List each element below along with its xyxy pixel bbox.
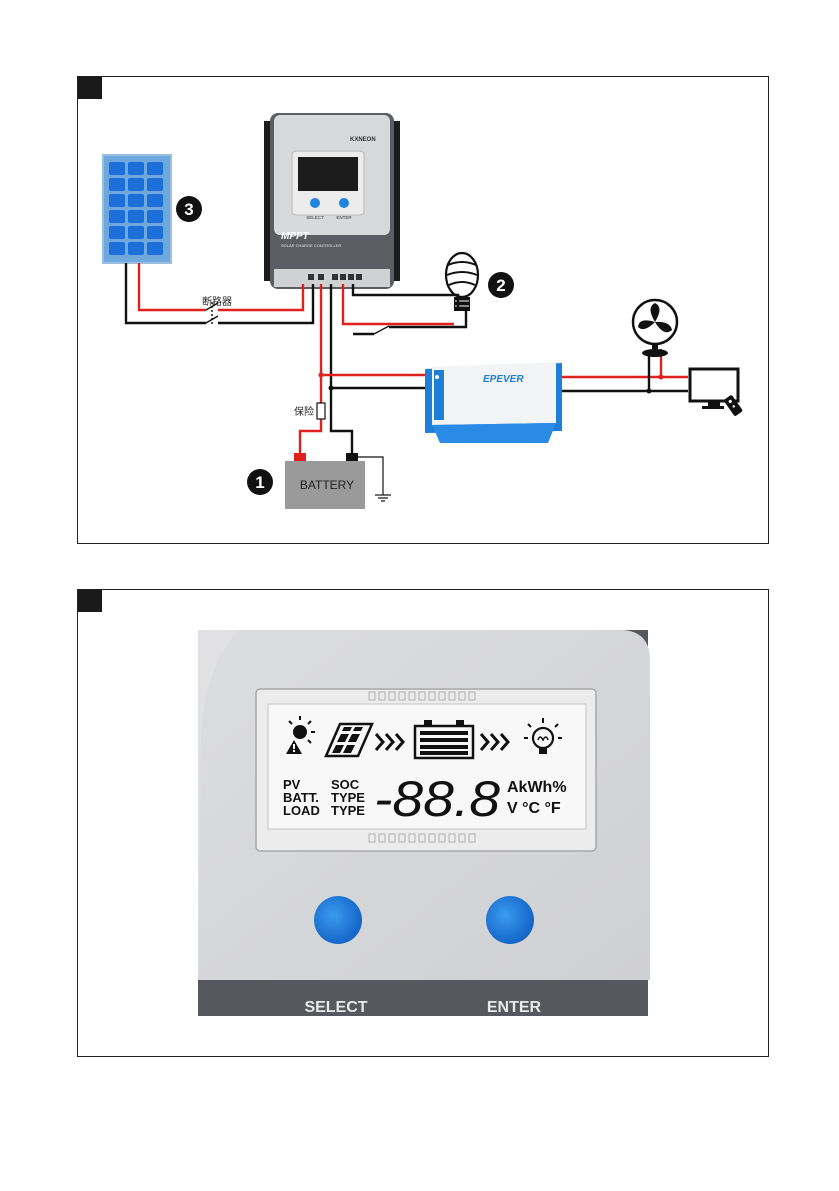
light-bulb-icon xyxy=(446,253,478,311)
lcd-units-bottom: V °C °F xyxy=(507,800,561,817)
lcd-label-type-2: TYPE xyxy=(331,803,365,818)
load-switch xyxy=(374,326,389,334)
panel-2-tag xyxy=(78,590,102,612)
lcd-digits: -88.8 xyxy=(374,771,500,827)
tv-icon xyxy=(690,369,743,417)
enter-knob[interactable] xyxy=(486,896,534,944)
lcd-panel: PV BATT. LOAD SOC TYPE TYPE -88.8 AkWh% … xyxy=(77,589,769,1057)
select-label: SELECT xyxy=(304,999,367,1016)
fuse-symbol xyxy=(317,403,325,419)
battery-lcd-icon xyxy=(415,720,473,758)
controller-brand: KXNEON xyxy=(350,137,376,143)
fan-icon xyxy=(633,300,677,357)
lcd-units-top: AkWh% xyxy=(507,779,567,796)
controller-enter-label: ENTER xyxy=(336,215,352,220)
panel-1-tag xyxy=(78,77,102,99)
lcd-label-load: LOAD xyxy=(283,803,320,818)
marker-1-label: 1 xyxy=(255,473,264,492)
lcd-closeup: PV BATT. LOAD SOC TYPE TYPE -88.8 AkWh% … xyxy=(78,590,768,1056)
wiring-diagram-panel: 3 SELECT ENTER KXNEON MPPT SOLAR CHARGE … xyxy=(77,76,769,544)
battery-label: BATTERY xyxy=(300,478,354,492)
controller-subtitle: SOLAR CHARGE CONTROLLER xyxy=(281,243,341,248)
solar-panel-icon xyxy=(103,155,171,263)
controller-model: MPPT xyxy=(281,231,310,242)
select-knob[interactable] xyxy=(314,896,362,944)
fuse-label: 保险 xyxy=(294,405,314,418)
enter-label: ENTER xyxy=(487,999,542,1016)
load-wires xyxy=(343,284,466,334)
controller-select-label: SELECT xyxy=(306,215,324,220)
battery-wires xyxy=(300,284,425,455)
ac-wires xyxy=(562,349,688,391)
charge-controller: SELECT ENTER KXNEON MPPT SOLAR CHARGE CO… xyxy=(264,113,400,289)
marker-3-label: 3 xyxy=(184,200,193,219)
marker-2-label: 2 xyxy=(496,276,505,295)
wiring-diagram: 3 SELECT ENTER KXNEON MPPT SOLAR CHARGE … xyxy=(78,77,768,543)
inverter-brand: EPEVER xyxy=(483,374,524,385)
breaker-label: 断路器 xyxy=(202,295,232,308)
